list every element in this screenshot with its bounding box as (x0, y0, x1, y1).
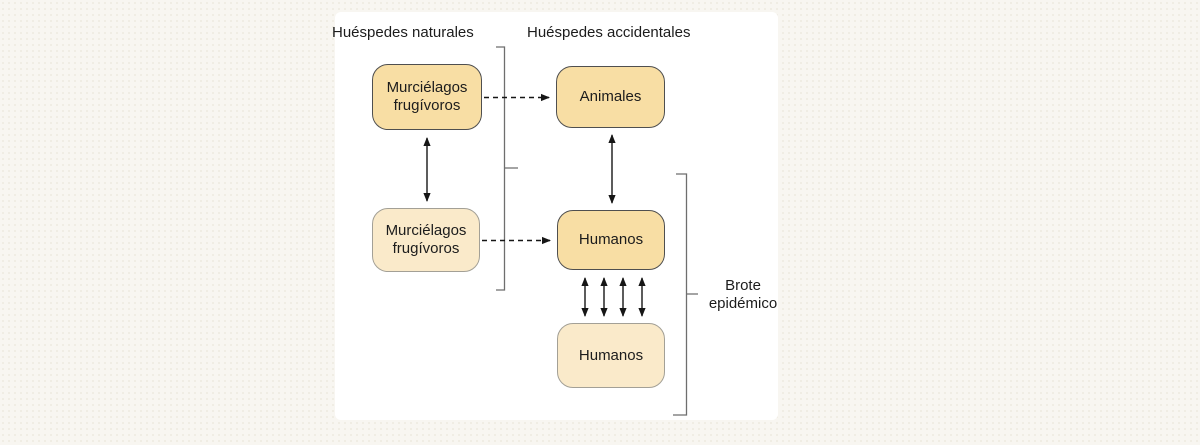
node-humans-bottom: Humanos (557, 323, 665, 388)
column-header-natural-hosts: Huéspedes naturales (332, 24, 474, 41)
node-fruit-bats-bottom: Murciélagos frugívoros (372, 208, 480, 272)
outbreak-label: Brote epidémico (708, 277, 778, 312)
node-animals: Animales (556, 66, 665, 128)
node-fruit-bats-top: Murciélagos frugívoros (372, 64, 482, 130)
column-header-accidental-hosts: Huéspedes accidentales (527, 24, 691, 41)
node-humans-top: Humanos (557, 210, 665, 270)
natural-hosts-bracket (496, 46, 518, 291)
outbreak-bracket (673, 173, 698, 416)
